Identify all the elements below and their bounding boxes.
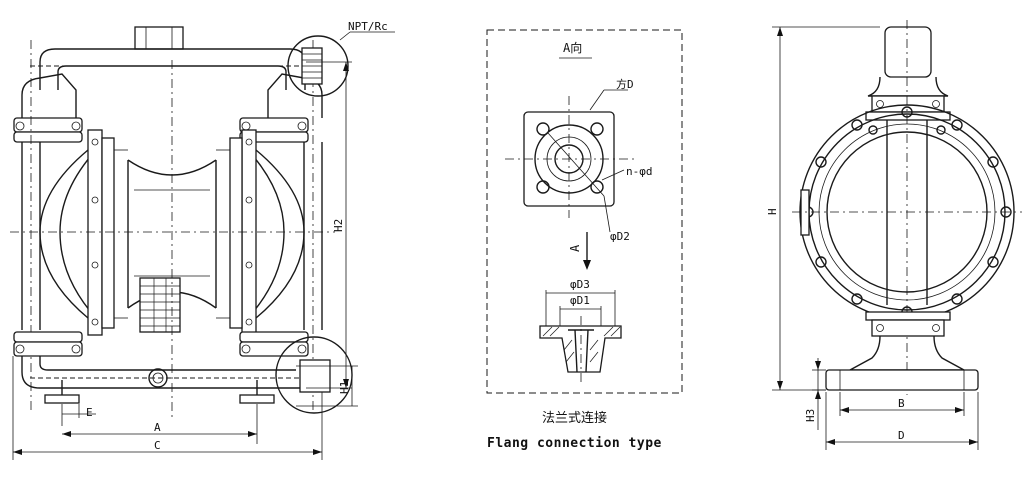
b-label: B xyxy=(898,397,905,410)
side-view: H H3 B D xyxy=(766,20,1022,450)
d3-label: φD3 xyxy=(570,278,590,291)
caption-chinese: 法兰式连接 xyxy=(542,410,607,426)
flange-detail: A向 方D n-φd φD2 A φD3 φD1 xyxy=(486,29,683,394)
d-label: D xyxy=(898,429,905,442)
h2-label: H2 xyxy=(332,219,345,232)
d2-label: φD2 xyxy=(610,230,630,243)
d1-label: φD1 xyxy=(570,294,590,307)
square-d-label: 方D xyxy=(616,77,634,91)
n-d-label: n-φd xyxy=(626,165,653,178)
front-view: NPT/Rc H2 H1 E A C xyxy=(10,20,395,460)
c-label: C xyxy=(154,439,161,452)
view-a-title: A向 xyxy=(563,40,582,55)
arrow-a-label: A xyxy=(568,244,582,252)
a-label: A xyxy=(154,421,161,434)
h-label: H xyxy=(766,208,779,215)
caption-english: Flang connection type xyxy=(487,436,662,451)
h1-label: H1 xyxy=(338,381,351,394)
e-label: E xyxy=(86,406,93,419)
npt-rc-label: NPT/Rc xyxy=(348,20,388,33)
h3-label: H3 xyxy=(804,409,817,422)
